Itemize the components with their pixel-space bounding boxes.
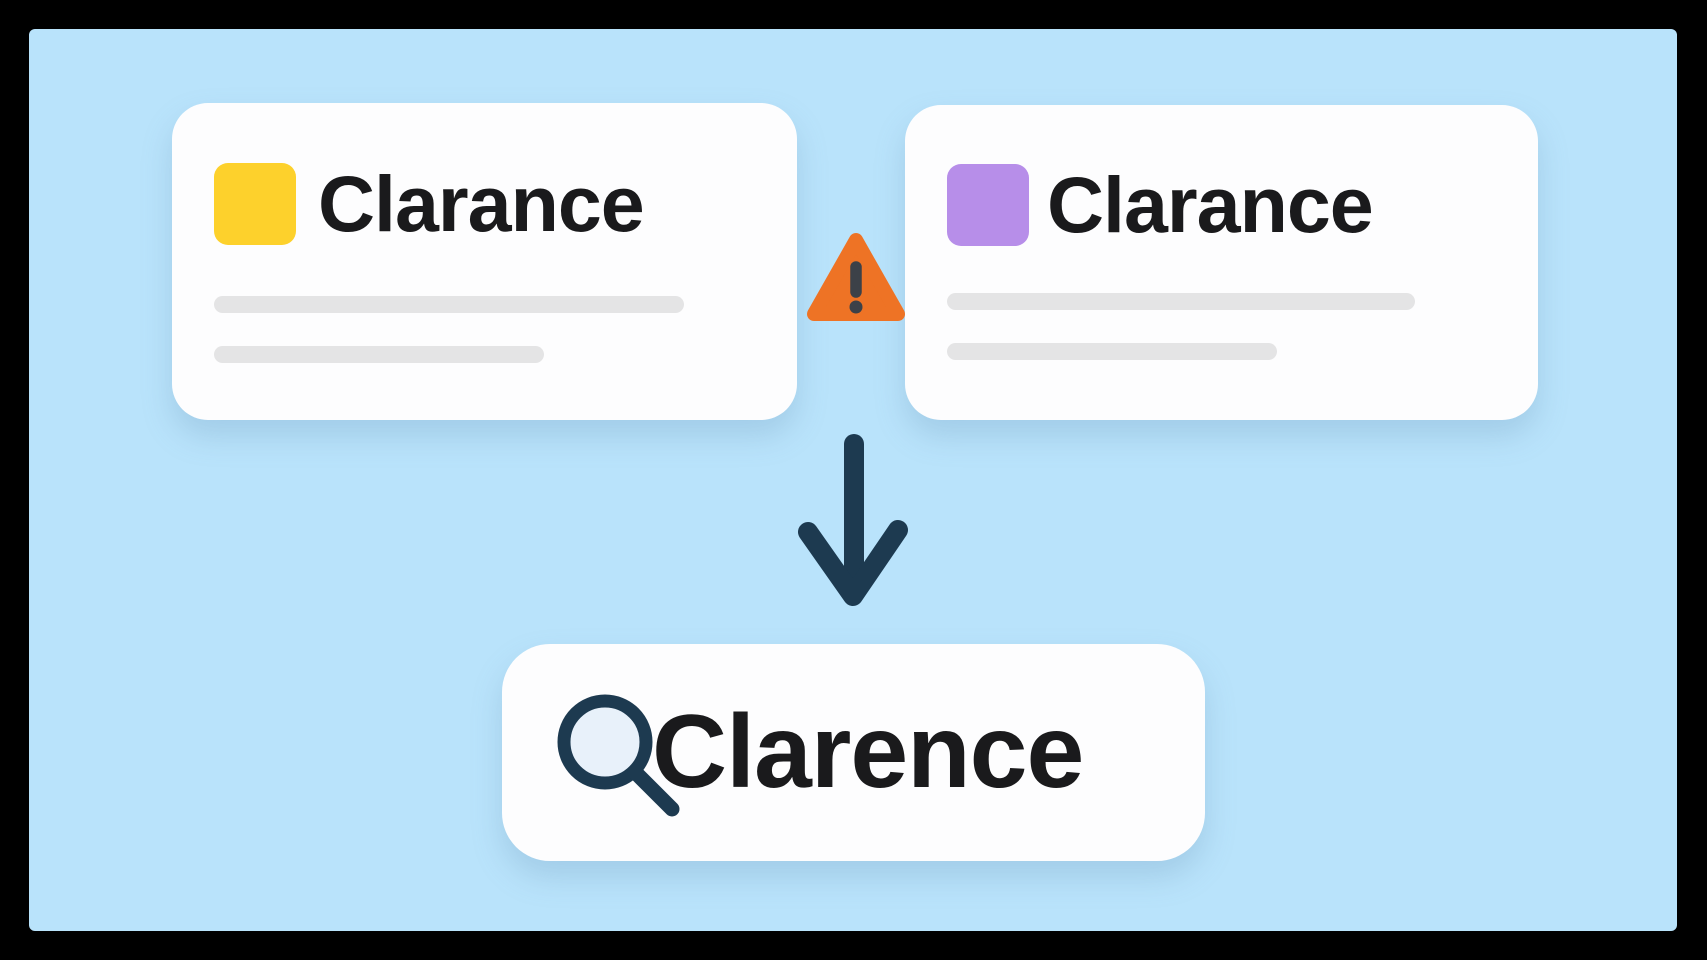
purple-swatch-icon — [947, 164, 1029, 246]
record-card-right[interactable]: Clarance — [905, 105, 1538, 420]
yellow-swatch-icon — [214, 163, 296, 245]
placeholder-line — [947, 343, 1277, 360]
card-title-right: Clarance — [1047, 160, 1374, 249]
down-arrow-icon — [798, 434, 908, 606]
search-query: Clarence — [652, 694, 1084, 810]
search-box[interactable]: Clarence — [502, 644, 1205, 861]
placeholder-line — [947, 293, 1415, 310]
card-title-left: Clarance — [318, 159, 645, 248]
illustration-canvas: Clarance Clarance — [29, 29, 1677, 931]
placeholder-line — [214, 346, 544, 363]
search-icon — [557, 694, 680, 817]
warning-triangle-icon — [807, 233, 905, 321]
placeholder-line — [214, 296, 684, 313]
record-card-left[interactable]: Clarance — [172, 103, 797, 420]
